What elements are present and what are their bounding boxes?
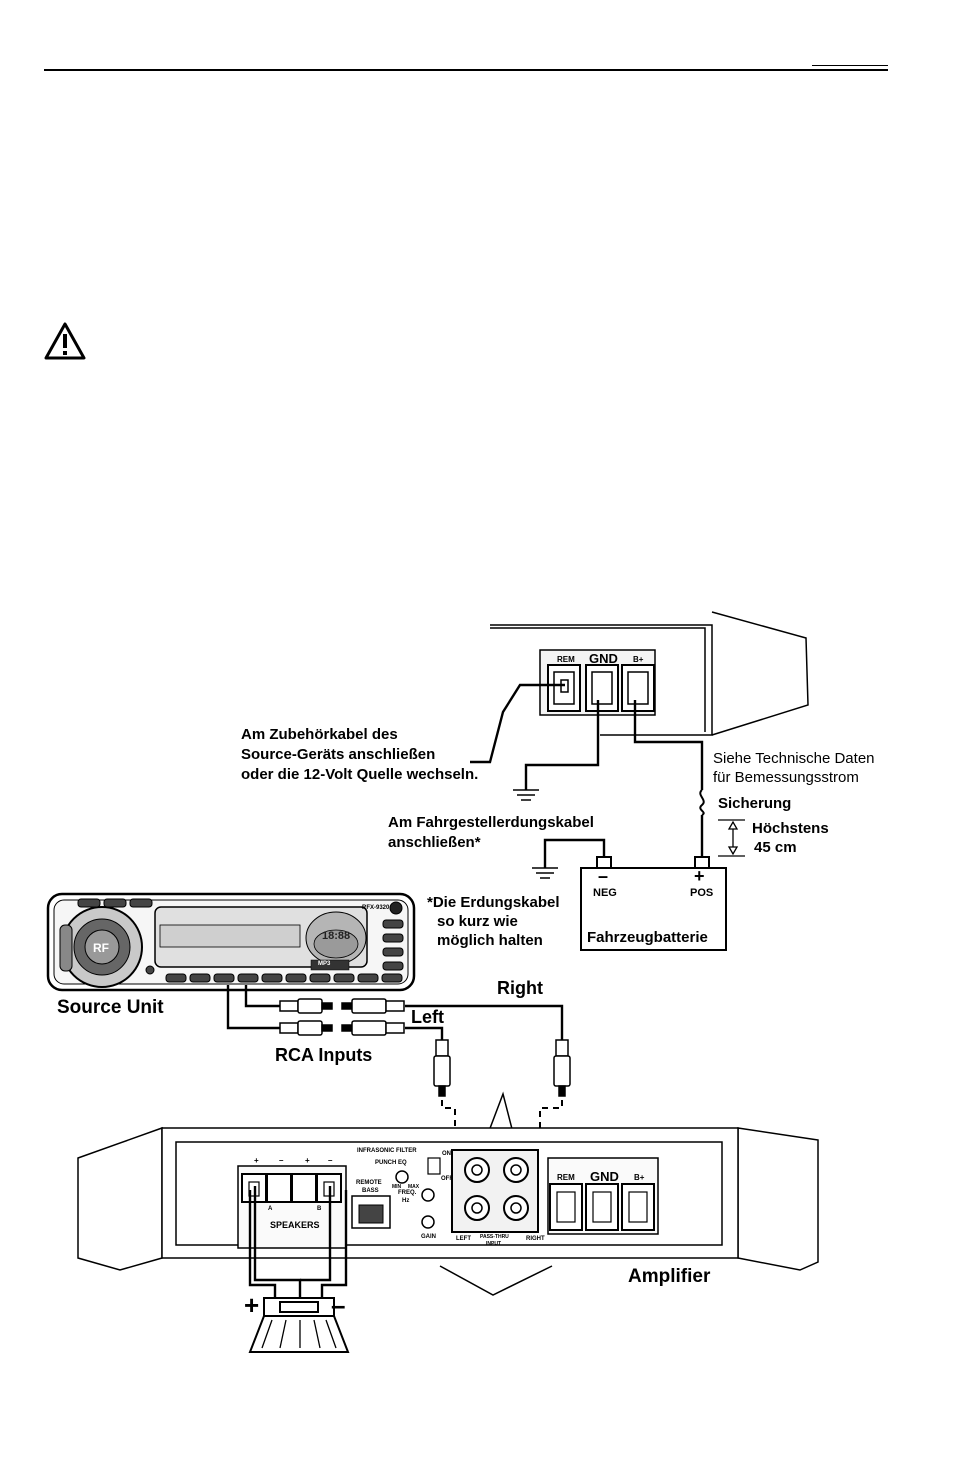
radio-display: 18:88 <box>322 930 351 942</box>
switch-off-label: OFF <box>441 1176 453 1182</box>
hz-label: Hz <box>402 1198 410 1204</box>
top-rem-label: REM <box>557 655 575 664</box>
top-gnd-label: GND <box>589 651 618 666</box>
rca-dashed-leads <box>441 1100 563 1150</box>
speaker-wiring <box>248 1186 348 1298</box>
punch-max-label: MAX <box>408 1184 420 1190</box>
battery-neg-label: NEG <box>593 887 617 899</box>
term-sign-3: + <box>305 1156 310 1165</box>
accessory-note-line1: Am Zubehörkabel des <box>241 726 398 743</box>
battery <box>580 856 727 951</box>
source-unit: RF <box>46 892 416 992</box>
radio-model: RFX-9320 <box>362 905 390 911</box>
remote-bass-line1: REMOTE <box>356 1180 382 1186</box>
source-unit-label: Source Unit <box>57 997 164 1018</box>
chassis-ground-line1: Am Fahrgestellerdungskabel <box>388 814 594 831</box>
term-sign-1: + <box>254 1156 259 1165</box>
amplifier-label: Amplifier <box>628 1266 711 1287</box>
infrasonic-label: INFRASONIC FILTER <box>357 1148 417 1154</box>
rca-cables <box>226 985 564 1040</box>
chassis-ground-line2: anschließen* <box>388 834 481 851</box>
punch-eq-label: PUNCH EQ <box>375 1160 407 1166</box>
fuse-label: Sicherung <box>718 795 792 812</box>
amp-gnd-label: GND <box>590 1169 619 1184</box>
speaker-icon <box>248 1297 350 1353</box>
max-distance-line1: Höchstens <box>752 820 829 837</box>
radio-mp3-badge: MP3 <box>318 961 331 967</box>
left-channel-label: Left <box>411 1007 444 1027</box>
warning-icon <box>44 322 86 360</box>
battery-pos-sign: + <box>694 866 705 886</box>
top-bplus-label: B+ <box>633 655 644 664</box>
distance-marker <box>718 819 745 857</box>
punch-min-label: MIN <box>392 1184 402 1190</box>
battery-neg-sign: – <box>598 866 609 886</box>
battery-pos-label: POS <box>690 887 714 899</box>
max-distance-line2: 45 cm <box>754 839 797 856</box>
speaker-b-label: B <box>317 1206 322 1212</box>
accessory-note-line2: Source-Geräts anschließen <box>241 746 436 763</box>
speaker-minus-sign: – <box>331 1290 346 1320</box>
power-wires <box>470 683 704 868</box>
remote-bass-line2: BASS <box>362 1188 379 1194</box>
ground-symbols <box>513 789 558 879</box>
amp-bplus-label: B+ <box>634 1173 645 1182</box>
panel-right-label: RIGHT <box>526 1236 545 1242</box>
freq-label: FREQ. <box>398 1190 417 1196</box>
rca-plugs <box>279 998 571 1097</box>
switch-on-label: ON <box>442 1151 451 1157</box>
ground-note-line1: *Die Erdungskabel <box>427 894 560 911</box>
term-sign-2: – <box>279 1156 284 1165</box>
gain-label: GAIN <box>421 1234 436 1240</box>
panel-left-label: LEFT <box>456 1236 471 1242</box>
right-channel-label: Right <box>497 978 543 998</box>
input-label: INPUT <box>486 1241 501 1247</box>
header-rule-short <box>812 65 888 66</box>
amp-rem-label: REM <box>557 1173 575 1182</box>
top-amplifier <box>490 611 809 736</box>
term-sign-4: – <box>328 1156 333 1165</box>
spec-note-line1: Siehe Technische Daten <box>713 750 875 767</box>
ground-note-line2: so kurz wie <box>437 913 518 930</box>
svg-text:RF: RF <box>93 941 109 955</box>
rca-inputs-label: RCA Inputs <box>275 1045 373 1065</box>
spec-note-line2: für Bemessungsstrom <box>713 769 859 786</box>
fuse-symbol <box>699 789 705 816</box>
ground-note-line3: möglich halten <box>437 932 543 949</box>
pass-thru-label: PASS-THRU <box>480 1234 509 1240</box>
header-rule <box>44 69 888 71</box>
speakers-label: SPEAKERS <box>270 1220 320 1230</box>
accessory-note-line3: oder die 12-Volt Quelle wechseln. <box>241 766 479 783</box>
bottom-amplifier <box>77 1126 819 1271</box>
speaker-a-label: A <box>268 1206 273 1212</box>
speaker-plus-sign: + <box>244 1290 260 1320</box>
battery-name: Fahrzeugbatterie <box>587 929 708 946</box>
